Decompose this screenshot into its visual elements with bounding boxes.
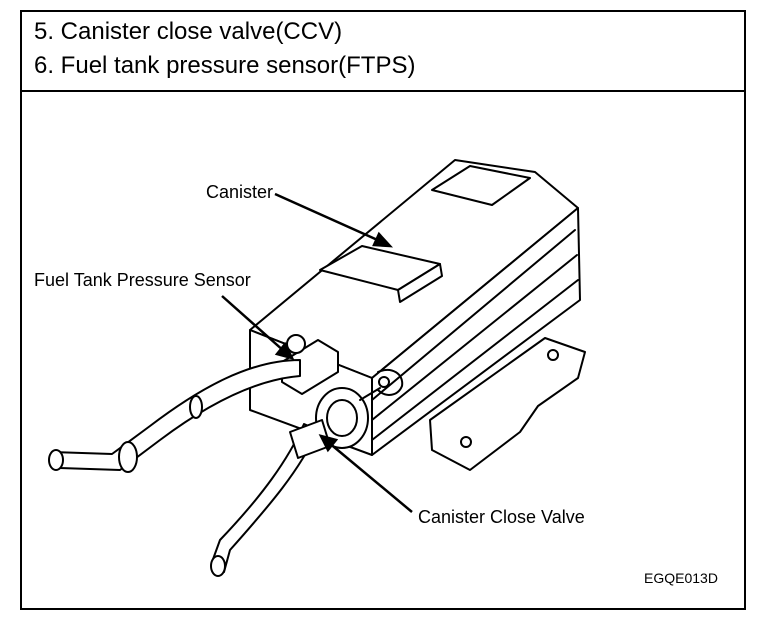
upper-hose	[51, 359, 301, 471]
label-fuel-tank-pressure-sensor: Fuel Tank Pressure Sensor	[34, 270, 251, 290]
label-canister-close-valve: Canister Close Valve	[418, 507, 585, 527]
header-line-ccv: 5. Canister close valve(CCV)	[34, 18, 343, 45]
header-line-ftps: 6. Fuel tank pressure sensor(FTPS)	[34, 52, 416, 79]
ccv-valve-ring	[326, 399, 358, 437]
ccv-clip	[377, 368, 404, 396]
header-box: 5. Canister close valve(CCV) 6. Fuel tan…	[22, 12, 744, 92]
ccv-leader-line	[327, 441, 413, 513]
figure-code: EGQE013D	[644, 570, 718, 586]
ccv-port	[378, 376, 390, 388]
ftps-arrowhead	[274, 341, 295, 360]
canister-rib	[371, 279, 579, 441]
hose-clamp	[189, 395, 203, 419]
label-canister: Canister	[206, 182, 274, 202]
canister-top-pad	[431, 165, 531, 206]
ftps-sensor-cap	[286, 334, 306, 354]
canister-top-pad	[397, 263, 443, 303]
ccv-arrowhead	[318, 434, 339, 453]
figure-frame: 5. Canister close valve(CCV) 6. Fuel tan…	[20, 10, 746, 610]
canister-arrowhead	[372, 231, 394, 248]
hose-end	[48, 449, 64, 471]
canister-rib	[371, 254, 578, 421]
hose-clamp	[118, 441, 138, 473]
canister-rib	[371, 229, 576, 401]
ftps-leader-line	[221, 295, 286, 353]
bracket-hole-right	[547, 349, 559, 361]
canister-leader-line	[274, 192, 383, 244]
bracket-hole-left	[460, 436, 472, 448]
hose-end	[210, 555, 226, 577]
ccv-pipe	[359, 387, 381, 401]
